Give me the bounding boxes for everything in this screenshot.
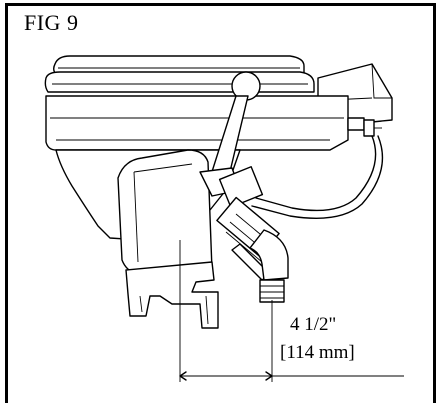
rim-connectors xyxy=(347,117,382,137)
dimension-metric: [114 mm] xyxy=(280,342,355,363)
discharge-elbow xyxy=(249,229,289,303)
figure-frame xyxy=(5,3,436,403)
water-hose xyxy=(251,135,384,219)
seat-lid xyxy=(44,55,315,93)
pump-housing xyxy=(117,149,213,277)
bowl-rim xyxy=(45,95,349,151)
base xyxy=(125,261,219,329)
dimension-imperial: 4 1/2" xyxy=(290,314,337,335)
dimension-lines xyxy=(179,240,404,382)
figure-label: FIG 9 xyxy=(24,10,79,35)
